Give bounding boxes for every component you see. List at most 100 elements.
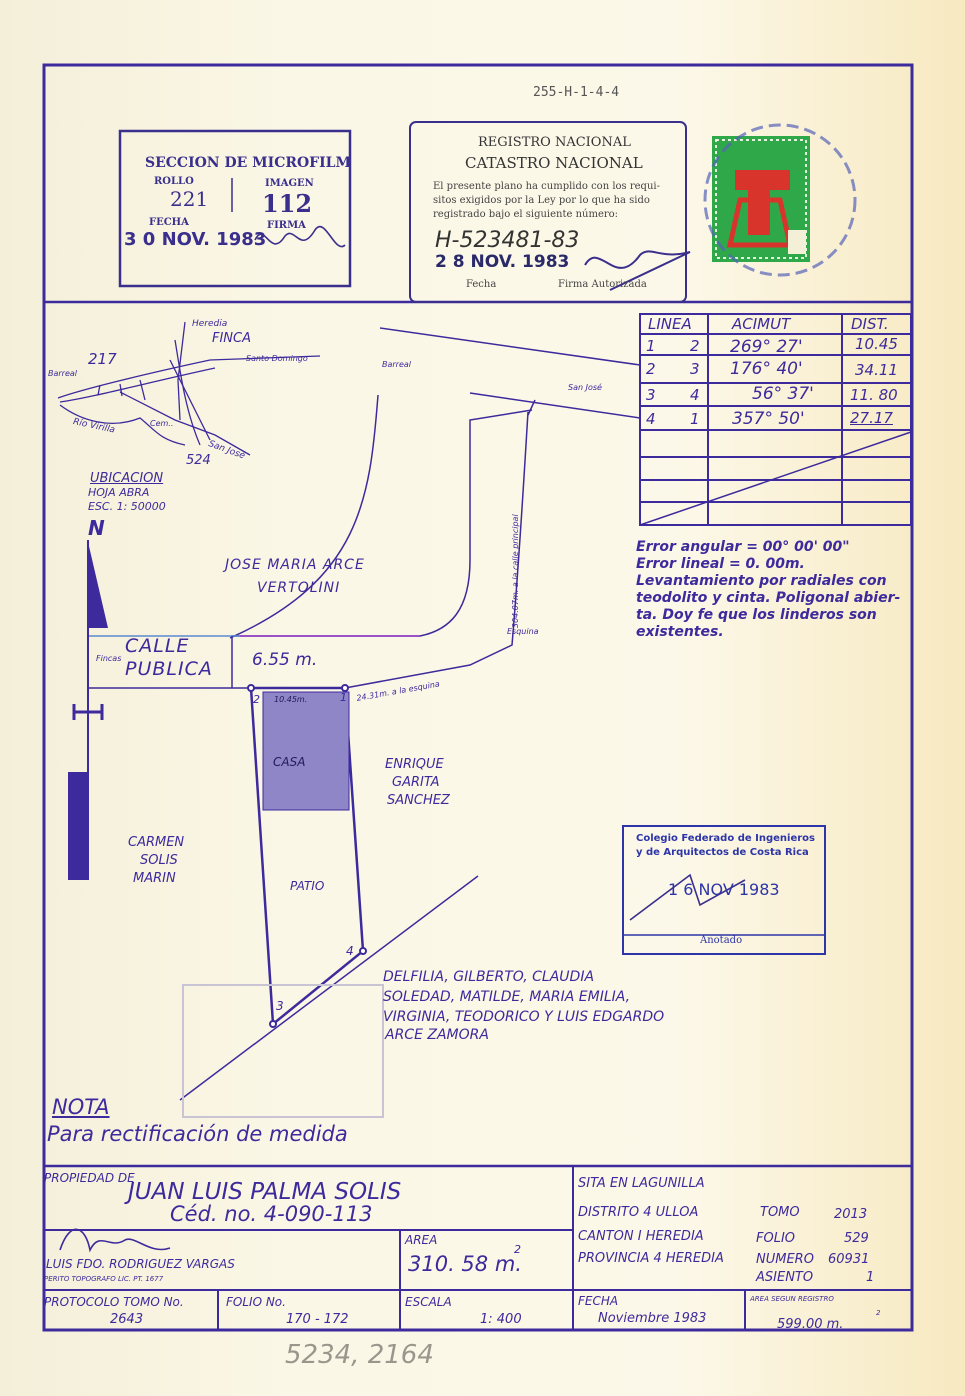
imagen-label: IMAGEN — [265, 178, 314, 189]
registro-line1: REGISTRO NACIONAL — [478, 135, 631, 150]
colegio-line2: y de Arquitectos de Costa Rica — [636, 847, 809, 858]
registro-text1: El presente plano ha cumplido con los re… — [433, 181, 660, 192]
calle-label-line1: CALLE — [125, 635, 190, 657]
area-registro-label: AREA SEGUN REGISTRO — [750, 1295, 834, 1303]
registro-text2: sitos exigidos por la Ley por lo que ha … — [433, 195, 650, 206]
neighbor-carmen-line2: SOLIS — [140, 853, 178, 868]
colegio-line1: Colegio Federado de Ingenieros — [636, 833, 815, 844]
escala-label: ESCALA — [405, 1295, 452, 1309]
neighbor-enrique-line1: ENRIQUE — [385, 757, 444, 772]
folio-no-value: 170 - 172 — [286, 1312, 349, 1327]
neighbor-delfilia-line4: ARCE ZAMORA — [385, 1027, 489, 1043]
row1-dist: 10.45 — [855, 335, 898, 353]
area-exponent: 2 — [514, 1243, 521, 1256]
registro-number: H-523481-83 — [435, 228, 580, 253]
street-width: 6.55 m. — [252, 650, 318, 670]
row3-to: 4 — [690, 386, 700, 404]
numero-value: 60931 — [828, 1252, 870, 1267]
neighbor-delfilia-line2: SOLEDAD, MATILDE, MARIA EMILIA, — [383, 989, 631, 1005]
distance-calle-principal: 304.07m. a la calle principal — [511, 514, 520, 628]
neighbor-enrique-line3: SANCHEZ — [387, 793, 450, 808]
fecha-value: Noviembre 1983 — [598, 1311, 707, 1326]
sita-label: SITA EN LAGUNILLA — [578, 1176, 705, 1191]
vertex-1: 1 — [340, 691, 347, 704]
row4-to: 1 — [690, 410, 700, 428]
colegio-anotado: Anotado — [700, 935, 743, 946]
error-angular: Error angular = 00° 00' 00" — [636, 539, 850, 555]
registro-date: 2 8 NOV. 1983 — [435, 252, 570, 272]
protocolo-label: PROTOCOLO TOMO No. — [44, 1295, 184, 1309]
microfilm-date: 3 0 NOV. 1983 — [124, 229, 267, 250]
row4-from: 4 — [646, 410, 656, 428]
nota-title: NOTA — [52, 1095, 110, 1119]
error-note-4: teodolito y cinta. Poligonal abier- — [636, 590, 901, 606]
map-label-heredia: Heredia — [192, 319, 228, 329]
row2-dist: 34.11 — [855, 361, 898, 379]
plan-number: 255-H-1-4-4 — [533, 85, 620, 100]
casa-label: CASA — [273, 755, 306, 769]
neighbor-carmen-line1: CARMEN — [128, 835, 185, 850]
neighbor-enrique-line2: GARITA — [392, 775, 440, 790]
error-note-6: existentes. — [636, 624, 724, 640]
error-lineal: Error lineal = 0. 00m. — [636, 556, 805, 572]
owner-cedula: Céd. no. 4-090-113 — [170, 1202, 373, 1226]
neighbor-jose-line1: JOSE MARIA ARCE — [225, 557, 365, 573]
colegio-date: 1 6 NOV 1983 — [668, 880, 780, 899]
hoja-label: HOJA ABRA — [88, 486, 150, 499]
row3-acimut: 56° 37' — [752, 384, 814, 404]
row2-to: 3 — [690, 360, 700, 378]
row1-from: 1 — [646, 337, 656, 355]
tomo-label: TOMO — [760, 1205, 800, 1220]
folio-label: FOLIO — [756, 1231, 796, 1246]
asiento-value: 1 — [866, 1270, 875, 1285]
rollo-label: ROLLO — [154, 176, 194, 187]
folio-no-label: FOLIO No. — [226, 1295, 286, 1309]
map-label-217: 217 — [88, 350, 117, 368]
fecha-label-title: FECHA — [578, 1294, 619, 1308]
fincas-label: Fincas — [96, 654, 122, 663]
vertex-3: 3 — [276, 999, 284, 1013]
escala-value: 1: 400 — [480, 1312, 522, 1327]
owner-name: JUAN LUIS PALMA SOLIS — [128, 1179, 402, 1205]
microfilm-title: SECCION DE MICROFILM — [145, 155, 352, 171]
escala-map-label: ESC. 1: 50000 — [88, 500, 166, 513]
header-acimut: ACIMUT — [732, 315, 791, 333]
fiscal-stamp — [712, 136, 810, 262]
neighbor-carmen-line3: MARIN — [133, 871, 176, 886]
protocolo-value: 2643 — [110, 1312, 144, 1327]
propiedad-label: PROPIEDAD DE — [44, 1171, 135, 1185]
row1-to: 2 — [690, 337, 700, 355]
registro-line2: CATASTRO NACIONAL — [465, 154, 643, 172]
vertex-4: 4 — [346, 944, 354, 958]
road-label-barreal: Barreal — [382, 360, 412, 369]
row2-acimut: 176° 40' — [730, 359, 803, 379]
patio-label: PATIO — [290, 879, 325, 893]
neighbor-delfilia-line3: VIRGINIA, TEODORICO Y LUIS EDGARDO — [383, 1009, 665, 1025]
neighbor-delfilia-line1: DELFILIA, GILBERTO, CLAUDIA — [383, 969, 595, 985]
map-label-finca: FINCA — [212, 331, 252, 346]
row3-from: 3 — [646, 386, 656, 404]
error-note-5: ta. Doy fe que los linderos son — [636, 607, 877, 623]
north-label: N — [88, 516, 105, 540]
folio-value: 529 — [844, 1231, 869, 1246]
area-registro-value: 599.00 m. — [777, 1317, 844, 1332]
map-label-barreal: Barreal — [48, 369, 78, 378]
surveyor-name: LUIS FDO. RODRIGUEZ VARGAS — [46, 1257, 235, 1271]
firma-label: FIRMA — [267, 220, 306, 231]
provincia-label: PROVINCIA 4 HEREDIA — [578, 1251, 724, 1266]
area-label: AREA — [405, 1233, 438, 1247]
outer-frame — [42, 63, 914, 1332]
area-registro-exponent: 2 — [876, 1309, 881, 1317]
registro-text3: registrado bajo el siguiente número: — [433, 209, 619, 220]
registro-fecha-label: Fecha — [466, 279, 497, 290]
perito-license: PERITO TOPOGRAFO LIC. PT. 1677 — [44, 1275, 164, 1283]
esquina-label: Esquina — [507, 627, 539, 636]
rollo-value: 221 — [170, 187, 209, 211]
nota-text: Para rectificación de medida — [47, 1122, 348, 1146]
row4-acimut: 357° 50' — [732, 409, 805, 429]
vertex-2: 2 — [253, 693, 260, 706]
row1-acimut: 269° 27' — [730, 337, 803, 357]
row2-from: 2 — [646, 360, 656, 378]
row3-dist: 11. 80 — [850, 386, 898, 404]
